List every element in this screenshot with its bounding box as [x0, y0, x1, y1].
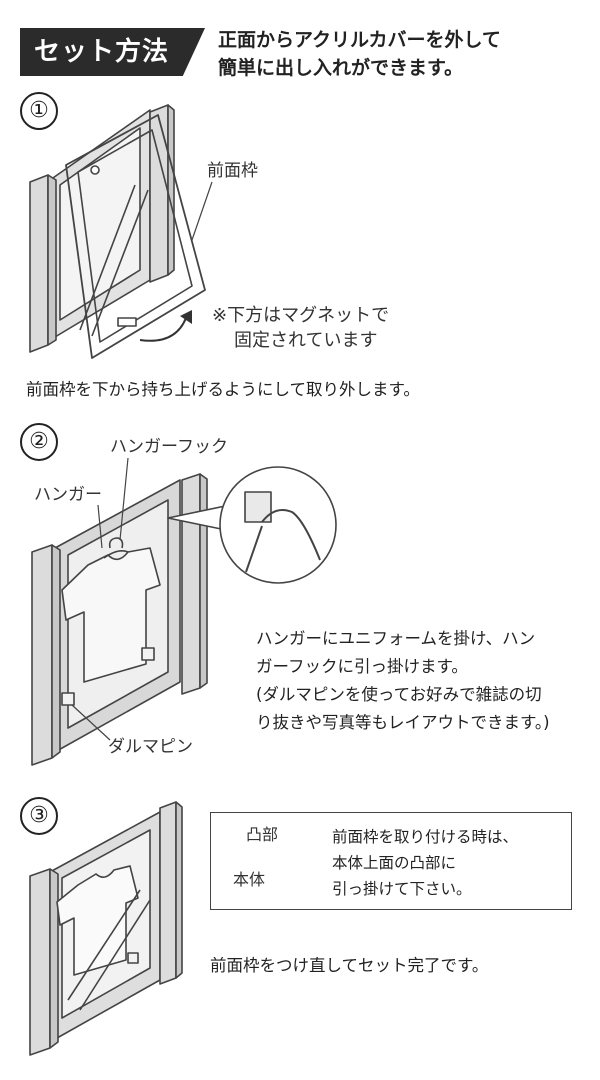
label-bump: 凸部 [246, 821, 278, 845]
label-hanger: ハンガー [34, 480, 102, 505]
step-1-illustration [30, 105, 212, 358]
step-1-caption: 前面枠を下から持ち上げるようにして取り外します。 [26, 376, 420, 400]
label-front-frame: 前面枠 [207, 156, 258, 181]
label-body: 本体 [233, 866, 265, 890]
step-2-text-line-4: り抜きや写真等もレイアウトできます。) [256, 709, 550, 737]
label-hanger-hook: ハンガーフック [110, 432, 228, 457]
step-3-illustration [30, 802, 182, 1055]
magnet-note-line-1: ※下方はマグネットで [212, 303, 389, 328]
magnet-note-line-2: 固定されています [212, 328, 389, 353]
step-3-number: ③ [20, 797, 58, 835]
attach-note-text: 前面枠を取り付ける時は、 本体上面の凸部に 引っ掛けて下さい。 [332, 824, 518, 902]
label-daruma-pin: ダルマピン [108, 732, 193, 757]
attach-note-line-3: 引っ掛けて下さい。 [332, 876, 518, 902]
step-2-number: ② [20, 423, 58, 461]
attach-note-line-1: 前面枠を取り付ける時は、 [332, 824, 518, 850]
step-2-text: ハンガーにユニフォームを掛け、ハン ガーフックに引っ掛けます。 (ダルマピンを使… [256, 625, 550, 737]
step-2-text-line-3: (ダルマピンを使ってお好みで雑誌の切 [256, 681, 550, 709]
magnet-note: ※下方はマグネットで 固定されています [212, 303, 389, 353]
step-3-caption: 前面枠をつけ直してセット完了です。 [210, 952, 488, 976]
attach-note-line-2: 本体上面の凸部に [332, 850, 518, 876]
step-2-text-line-2: ガーフックに引っ掛けます。 [256, 653, 550, 681]
step-2-text-line-1: ハンガーにユニフォームを掛け、ハン [256, 625, 550, 653]
